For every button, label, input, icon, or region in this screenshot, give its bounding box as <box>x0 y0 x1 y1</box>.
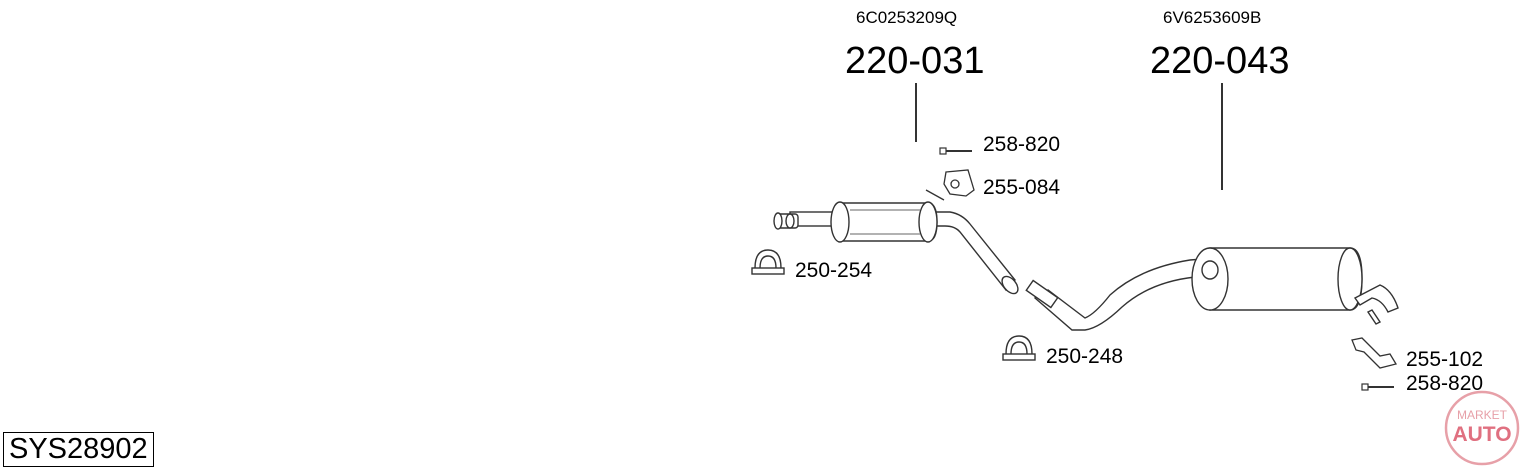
part-number-bolt-front: 258-820 <box>983 133 1061 156</box>
clamp-icon <box>751 249 785 275</box>
rear-muffler-drawing <box>1025 247 1399 331</box>
oem-code-front: 6C0253209Q <box>856 8 958 27</box>
market-auto-logo: MARKET AUTO <box>1444 390 1520 466</box>
part-number-clamp-front: 250-254 <box>795 259 873 282</box>
part-number-rear-muffler: 220-043 <box>1150 40 1290 82</box>
system-code: SYS28902 <box>3 432 154 468</box>
bolt-icon <box>1361 383 1394 391</box>
part-number-clamp-mid: 250-248 <box>1046 345 1124 368</box>
logo-text-bottom: AUTO <box>1452 423 1511 446</box>
part-number-front-muffler: 220-031 <box>845 40 985 82</box>
part-number-hanger-rear: 255-102 <box>1406 348 1484 371</box>
front-muffler-drawing <box>773 201 1019 295</box>
part-number-hanger-front: 255-084 <box>983 176 1061 199</box>
hanger-icon <box>925 169 975 201</box>
oem-code-rear: 6V6253609B <box>1163 8 1262 27</box>
part-number-bolt-rear: 258-820 <box>1406 372 1484 395</box>
logo-text-top: MARKET <box>1457 408 1508 422</box>
hanger-icon <box>1351 337 1398 369</box>
bolt-icon <box>939 147 972 155</box>
clamp-icon <box>1002 335 1036 361</box>
